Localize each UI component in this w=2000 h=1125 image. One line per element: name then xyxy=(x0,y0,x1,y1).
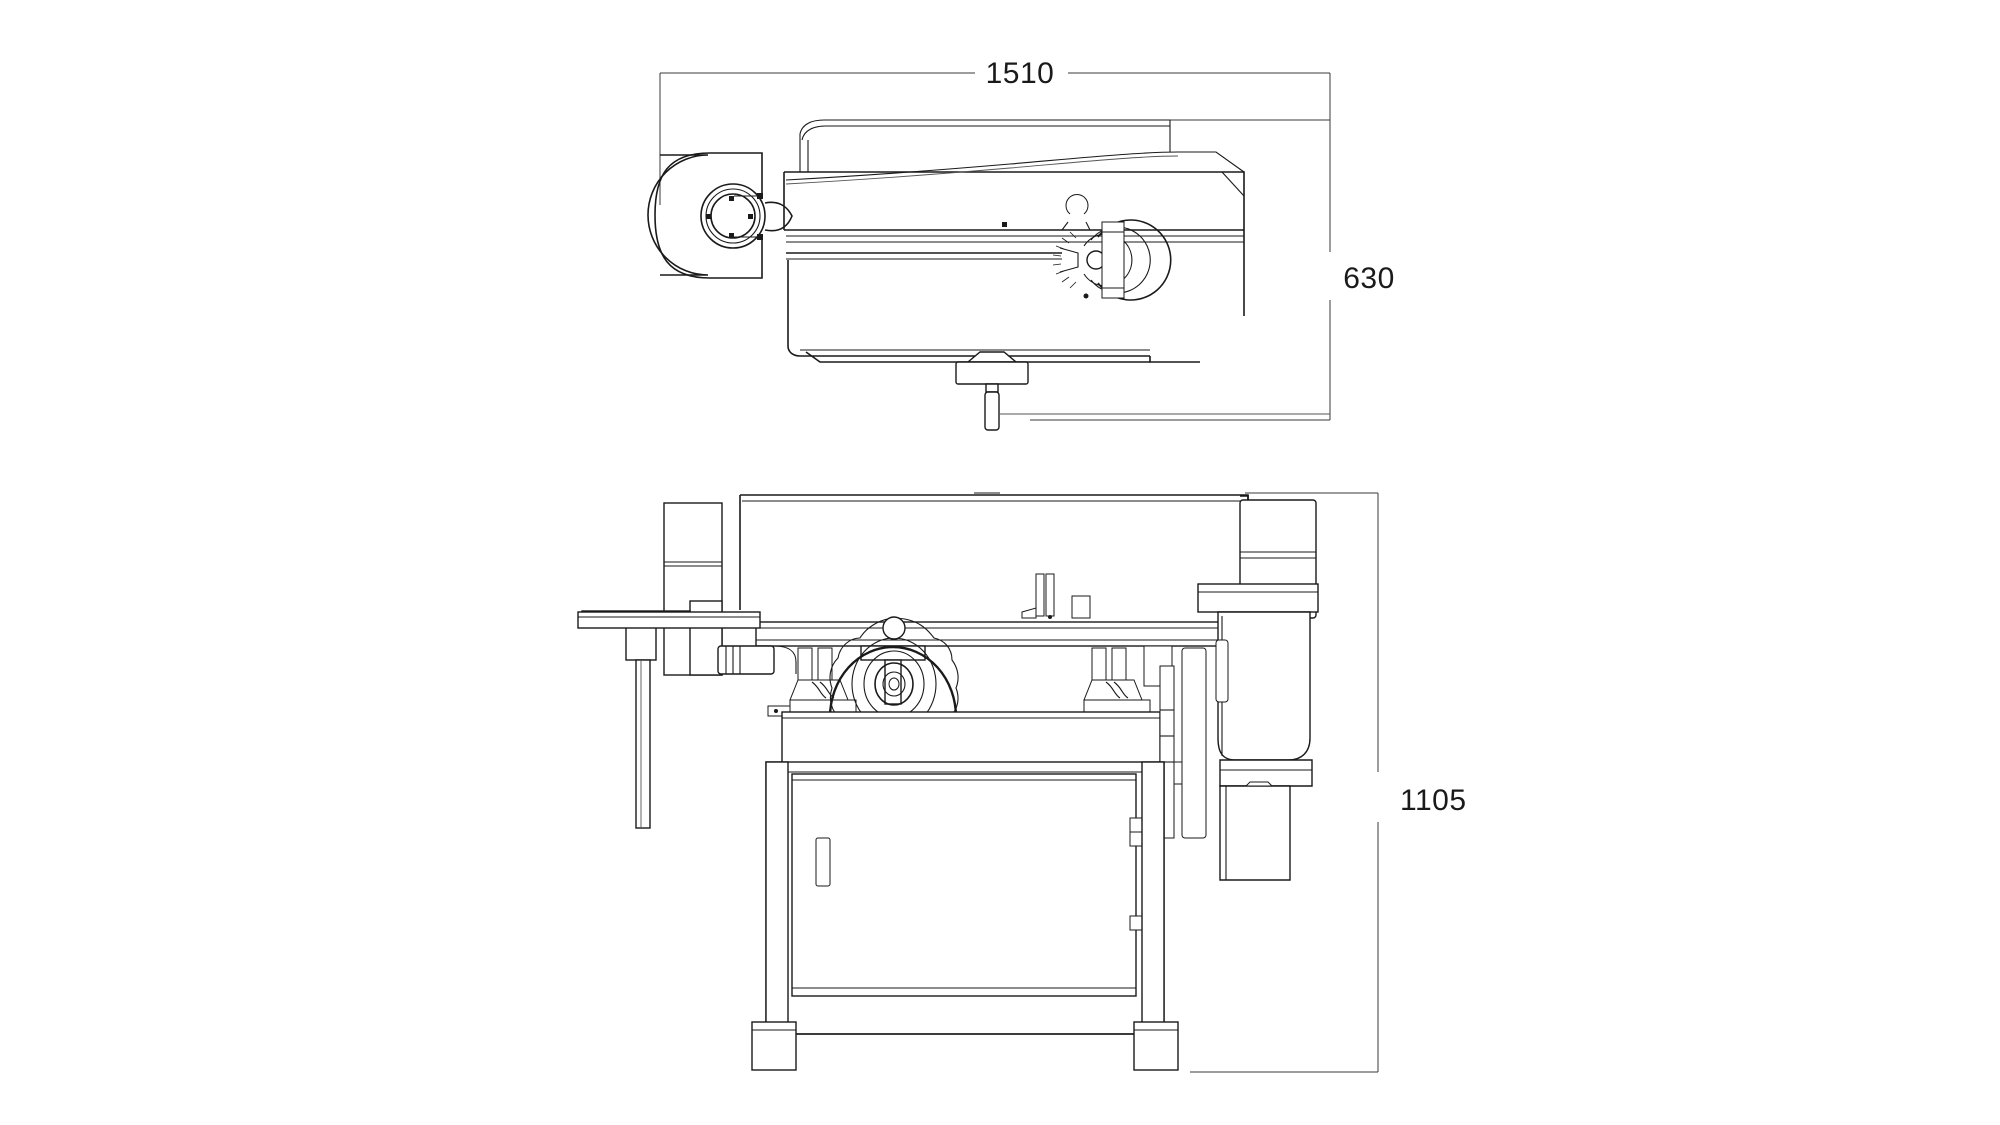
motor-housing xyxy=(1197,495,1319,881)
foot-right xyxy=(1133,1021,1179,1071)
cabinet-door xyxy=(791,773,1137,997)
plan-view xyxy=(647,119,1330,431)
dimension-label-1105: 1105 xyxy=(1400,784,1467,817)
plan-lock-handle xyxy=(955,351,1330,431)
door-handle xyxy=(815,837,831,887)
dimension-overall-height: 1105 xyxy=(1190,492,1467,1073)
right-slotted-plate xyxy=(1159,647,1207,839)
fence-top-bar xyxy=(799,119,1171,172)
cutterhead-guard xyxy=(647,152,793,279)
foot-left xyxy=(751,1021,797,1071)
dimension-label-1510: 1510 xyxy=(986,57,1055,90)
plan-table-surfaces xyxy=(784,194,1244,260)
fence-angle-scale xyxy=(1052,219,1172,301)
dust-port xyxy=(717,645,797,675)
cabinet-base xyxy=(751,761,1179,1071)
dimension-overall-depth: 630 xyxy=(1030,119,1395,421)
plan-lower-body xyxy=(787,260,1200,363)
plan-main-body xyxy=(783,151,1245,316)
front-elevation-view xyxy=(577,492,1319,1071)
dimension-label-630: 630 xyxy=(1343,262,1395,295)
dimension-overall-length: 1510 xyxy=(659,57,1331,205)
elevation-upper-body xyxy=(739,492,1249,619)
